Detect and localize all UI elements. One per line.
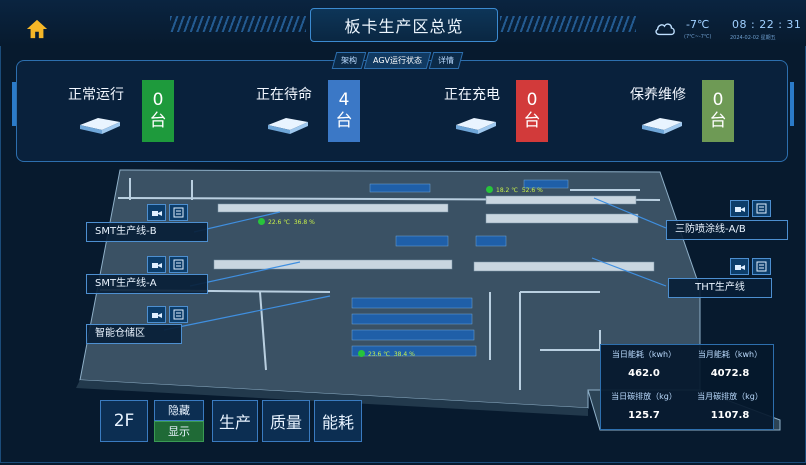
sensor-reading: 18.2 ℃ 52.6 % xyxy=(496,187,543,194)
status-count: 0 xyxy=(526,89,538,110)
hide-button[interactable]: 隐藏 xyxy=(154,400,204,421)
status-label: 正常运行 xyxy=(68,87,124,103)
header-bar: 板卡生产区总览 -7℃ (7℃~-7℃) 08 : 22 : 31 2024-0… xyxy=(0,0,806,46)
status-label: 正在待命 xyxy=(256,87,312,103)
month-carbon-label: 当月碳排放（kg） xyxy=(697,392,763,401)
line-label-warehouse[interactable]: 智能仓储区 xyxy=(86,324,182,344)
status-count-box: 0 台 xyxy=(516,80,548,142)
camera-icon[interactable] xyxy=(147,306,166,323)
header-decoration-right xyxy=(500,16,636,32)
status-normal: 正常运行 0 台 xyxy=(68,80,188,148)
status-label: 正在充电 xyxy=(444,87,500,103)
home-icon[interactable] xyxy=(26,18,48,40)
status-unit: 台 xyxy=(709,111,727,131)
line-label-tht[interactable]: THT生产线 xyxy=(668,278,772,298)
status-tabs: 架构 AGV运行状态 详情 xyxy=(331,52,464,69)
clock-time: 08 : 22 : 31 xyxy=(732,18,802,31)
energy-stats-panel: 当日能耗（kwh） 462.0 当月能耗（kwh） 4072.8 当日碳排放（k… xyxy=(600,344,774,430)
status-standby: 正在待命 4 台 xyxy=(256,80,376,148)
sensor-temperature: 18.2 ℃ xyxy=(496,187,519,194)
day-carbon: 当日碳排放（kg） 125.7 xyxy=(601,391,687,421)
temperature: -7℃ xyxy=(686,18,710,31)
status-maintenance: 保养维修 0 台 xyxy=(630,80,750,148)
day-carbon-value: 125.7 xyxy=(628,410,660,421)
tab-label: AGV运行状态 xyxy=(373,56,423,65)
clock-date: 2024-02-02 星期五 xyxy=(730,35,776,41)
month-energy-value: 4072.8 xyxy=(710,368,750,379)
day-energy: 当日能耗（kwh） 462.0 xyxy=(601,349,687,379)
tab-label: 架构 xyxy=(341,56,357,65)
sensor-humidity: 38.4 % xyxy=(393,351,415,358)
month-energy-label: 当月能耗（kwh） xyxy=(697,350,763,359)
sensor-status-dot xyxy=(486,186,493,193)
status-charging: 正在充电 0 台 xyxy=(444,80,564,148)
list-icon[interactable] xyxy=(169,204,188,221)
temperature-range: (7℃~-7℃) xyxy=(684,34,712,40)
tab-details[interactable]: 详情 xyxy=(428,52,464,69)
camera-icon[interactable] xyxy=(147,204,166,221)
agv-icon xyxy=(642,118,682,134)
show-button[interactable]: 显示 xyxy=(154,421,204,442)
month-carbon: 当月碳排放（kg） 1107.8 xyxy=(687,391,773,421)
panel-edge-right xyxy=(790,82,794,126)
sensor-humidity: 36.8 % xyxy=(293,219,315,226)
tab-agv-status[interactable]: AGV运行状态 xyxy=(363,52,432,69)
floor-button[interactable]: 2F xyxy=(100,400,148,442)
month-carbon-value: 1107.8 xyxy=(710,410,750,421)
sensor-status-dot xyxy=(258,218,265,225)
tab-label: 详情 xyxy=(438,56,455,65)
sensor-temperature: 22.6 ℃ xyxy=(268,219,291,226)
status-count-box: 4 台 xyxy=(328,80,360,142)
sensor-reading: 23.6 ℃ 38.4 % xyxy=(368,351,415,358)
panel-edge-left xyxy=(12,82,16,126)
cloud-icon xyxy=(655,23,675,36)
line-label-coating[interactable]: 三防喷涂线-A/B xyxy=(666,220,788,240)
energy-button[interactable]: 能耗 xyxy=(314,400,362,442)
status-unit: 台 xyxy=(335,111,353,131)
agv-icon xyxy=(268,118,308,134)
camera-icon[interactable] xyxy=(147,256,166,273)
sensor-reading: 22.6 ℃ 36.8 % xyxy=(268,219,315,226)
status-unit: 台 xyxy=(523,111,541,131)
list-icon[interactable] xyxy=(752,258,771,275)
month-energy: 当月能耗（kwh） 4072.8 xyxy=(687,349,773,379)
day-energy-label: 当日能耗（kwh） xyxy=(611,350,677,359)
visibility-toggle: 隐藏 显示 xyxy=(154,400,204,442)
line-label-smt-a[interactable]: SMT生产线-A xyxy=(86,274,208,294)
day-energy-value: 462.0 xyxy=(628,368,660,379)
status-unit: 台 xyxy=(149,111,167,131)
sensor-temperature: 23.6 ℃ xyxy=(368,351,391,358)
list-icon[interactable] xyxy=(752,200,771,217)
status-label: 保养维修 xyxy=(630,87,686,103)
quality-button[interactable]: 质量 xyxy=(262,400,310,442)
status-count: 4 xyxy=(338,89,350,110)
camera-icon[interactable] xyxy=(730,200,749,217)
camera-icon[interactable] xyxy=(730,258,749,275)
status-count-box: 0 台 xyxy=(702,80,734,142)
line-label-smt-b[interactable]: SMT生产线-B xyxy=(86,222,208,242)
day-carbon-label: 当日碳排放（kg） xyxy=(611,392,677,401)
agv-icon xyxy=(80,118,120,134)
list-icon[interactable] xyxy=(169,256,188,273)
sensor-status-dot xyxy=(358,350,365,357)
status-count-box: 0 台 xyxy=(142,80,174,142)
header-decoration-left xyxy=(170,16,306,32)
sensor-humidity: 52.6 % xyxy=(521,187,543,194)
agv-icon xyxy=(456,118,496,134)
production-button[interactable]: 生产 xyxy=(212,400,258,442)
tab-architecture[interactable]: 架构 xyxy=(331,52,367,69)
page-title: 板卡生产区总览 xyxy=(310,8,498,42)
status-count: 0 xyxy=(152,89,164,110)
status-count: 0 xyxy=(712,89,724,110)
list-icon[interactable] xyxy=(169,306,188,323)
